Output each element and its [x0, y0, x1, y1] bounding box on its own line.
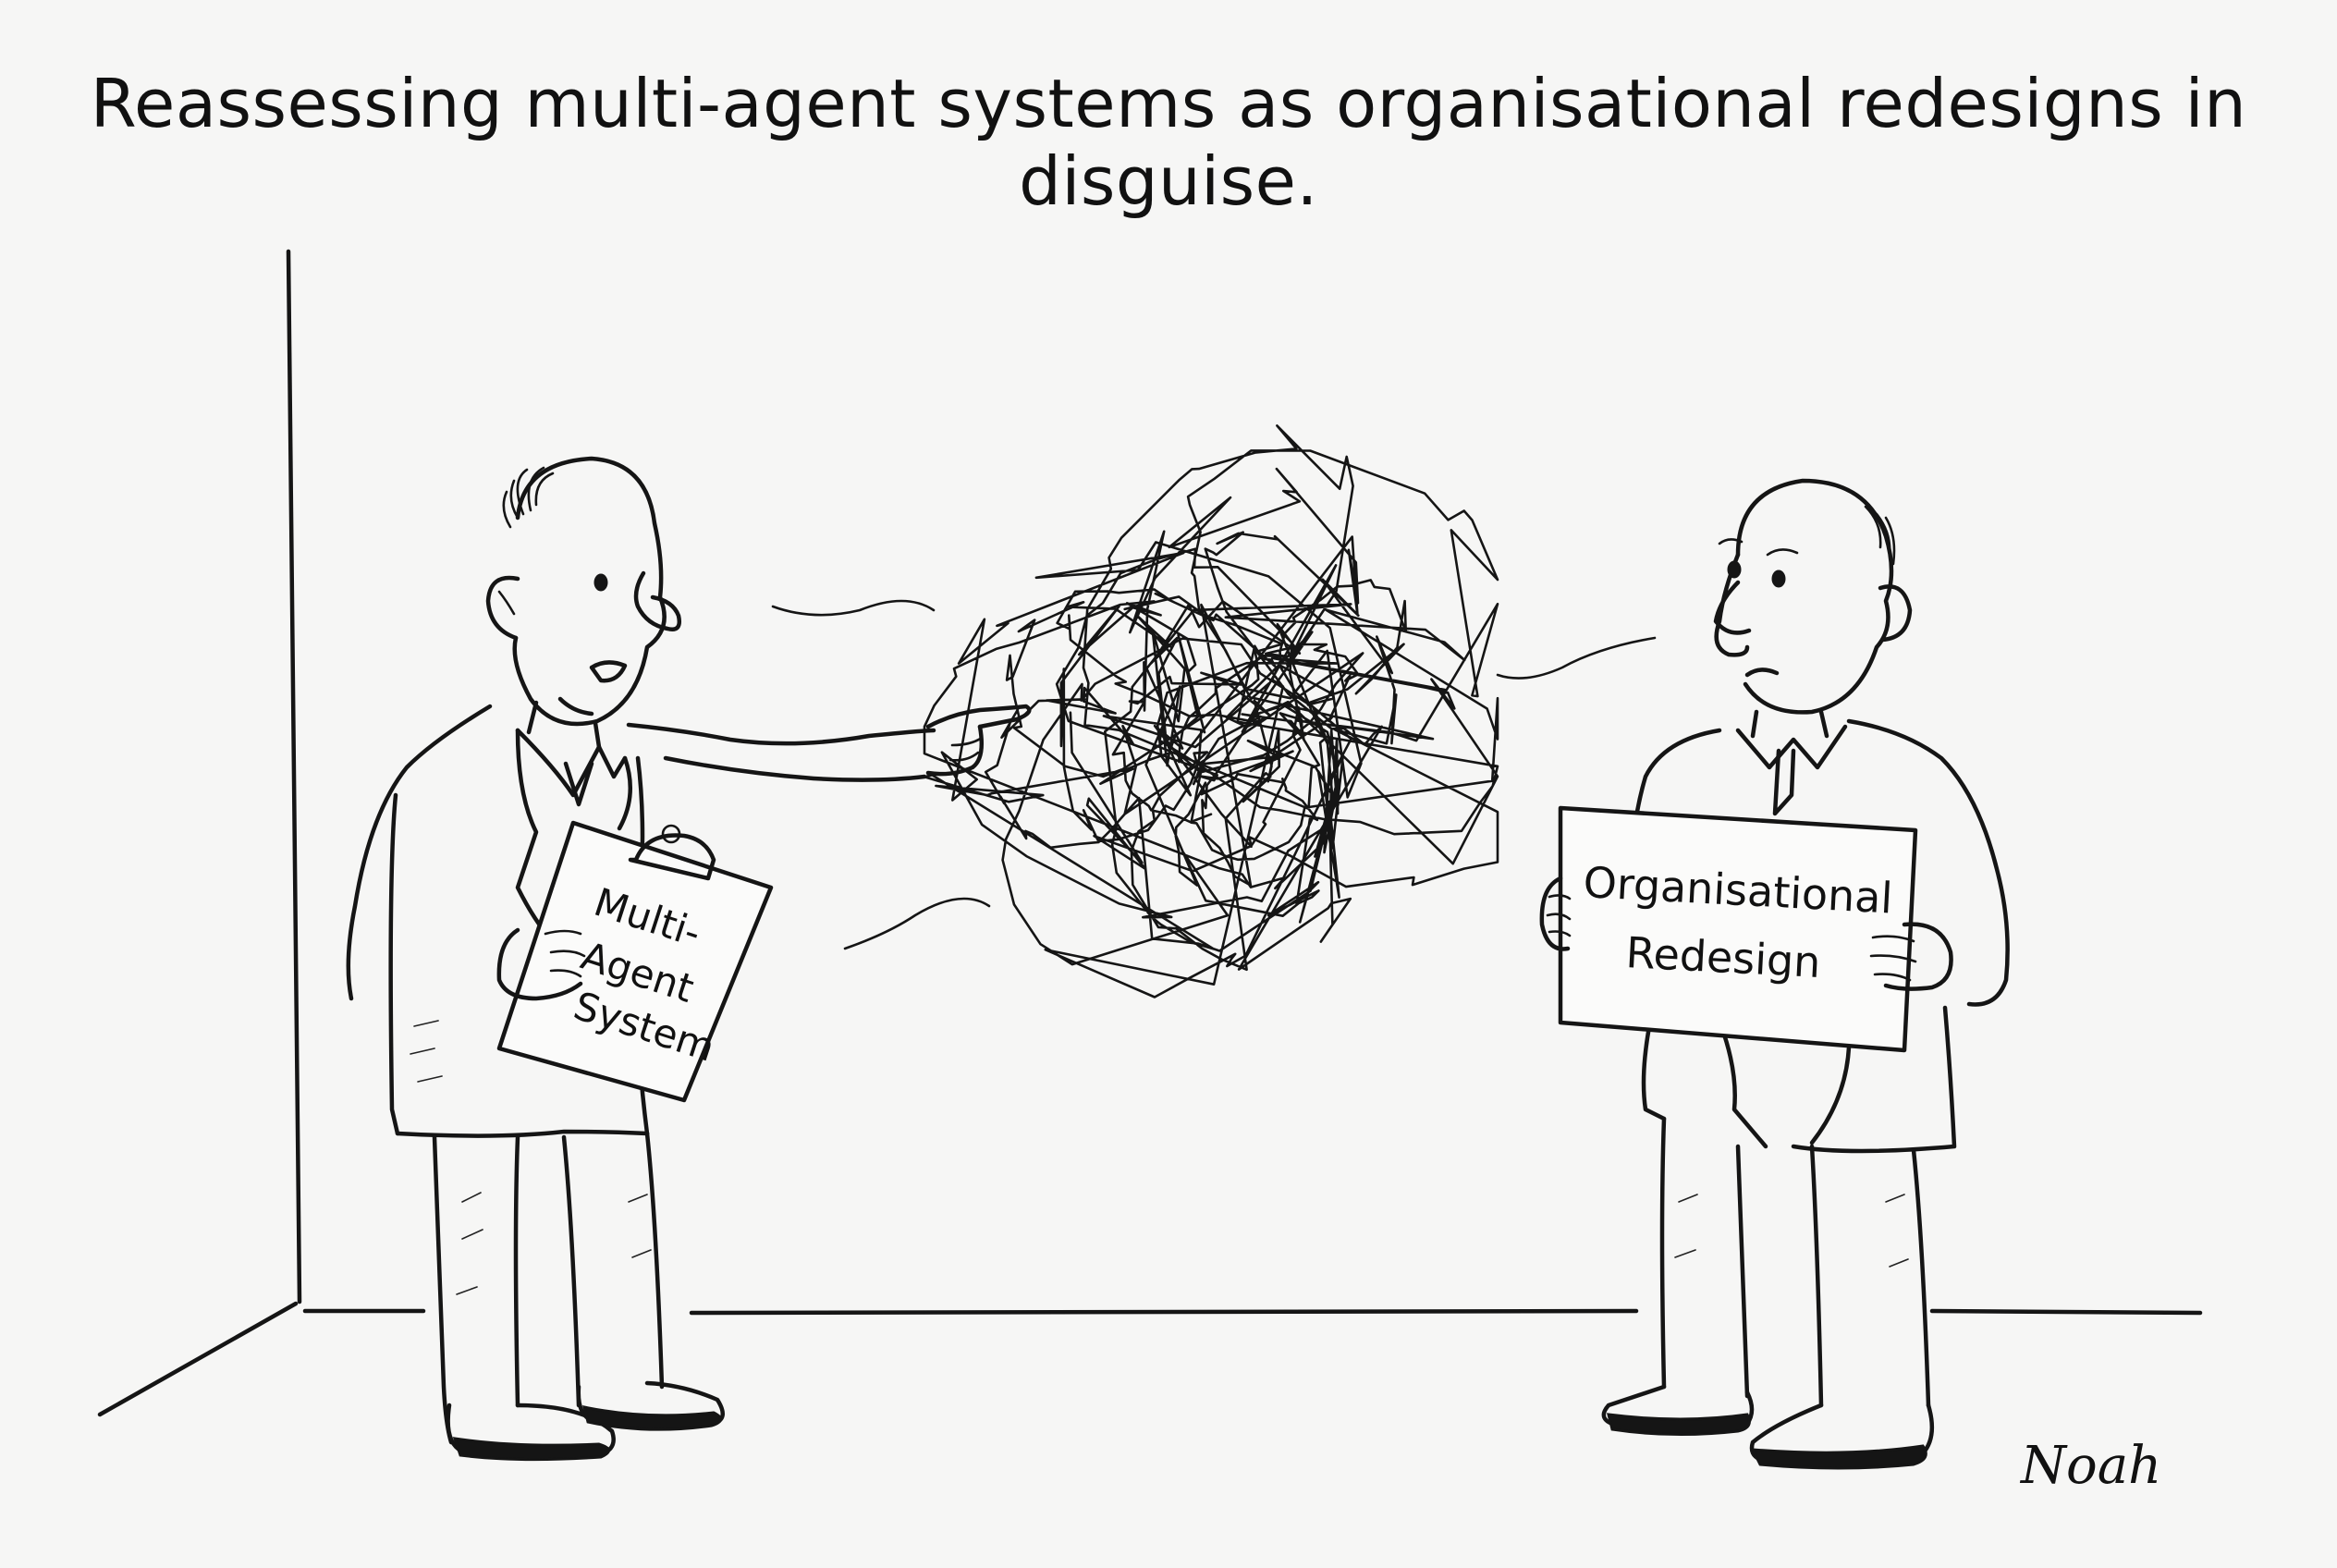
organisational-redesign-sign: Organisational Redesign	[1539, 805, 1953, 1053]
clipboard: Multi- Agent System	[496, 820, 774, 1103]
tangle-scribble	[771, 424, 1657, 998]
room-lines	[97, 249, 2203, 1417]
artist-signature: Noah	[2019, 1436, 2161, 1496]
cartoon-caption: Reassessing multi-agent systems as organ…	[90, 65, 2247, 220]
sign-text-line2: Redesign	[1624, 927, 1821, 987]
